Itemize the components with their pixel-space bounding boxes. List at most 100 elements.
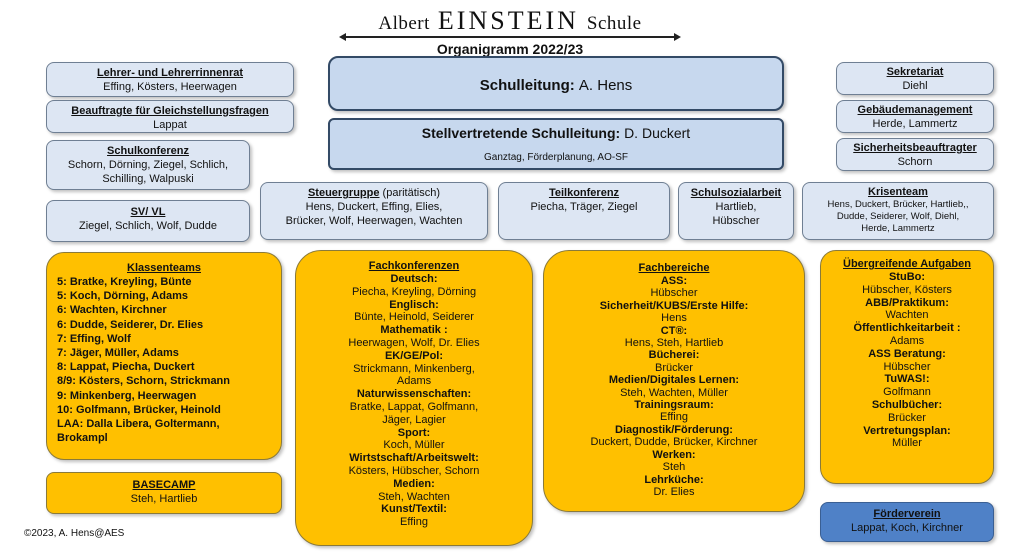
fachbereich-members: Steh: [662, 461, 686, 474]
schulleitung-box: Schulleitung: A. Hens: [328, 56, 784, 111]
aufgabe-label: Schulbücher:: [871, 398, 943, 411]
fachkonferenz-label: Sport:: [397, 426, 431, 439]
fachkonferenz-label: Deutsch:: [390, 273, 438, 285]
lehrerrat-title: Lehrer- und Lehrerrinnenrat: [96, 67, 244, 79]
fachkonferenz-members: Piecha, Kreyling, Dörning: [351, 285, 477, 298]
klassenteam-line: 7: Effing, Wolf: [57, 332, 131, 345]
fachkonferenz-label: Kunst/Textil:: [381, 503, 447, 516]
steuergruppe-title: Steuergruppe: [307, 187, 380, 199]
schulsozialarbeit-members-2: Hübscher: [712, 215, 760, 227]
fachkonferenz-members: Bünte, Heinold, Seiderer: [354, 311, 474, 324]
krisenteam-members-1: Hens, Duckert, Brücker, Hartlieb,,: [827, 199, 969, 210]
steuergruppe-members-2: Brücker, Wolf, Heerwagen, Wachten: [285, 215, 463, 227]
schulleitung-name: A. Hens: [578, 77, 633, 94]
fachbereich-members: Hübscher: [650, 287, 698, 300]
stellvertretung-label: Stellvertretende Schulleitung:: [421, 125, 621, 141]
gebaeudemanagement-title: Gebäudemanagement: [857, 104, 973, 116]
klassenteam-line: Brokampl: [57, 432, 108, 445]
klassenteams-box: Klassenteams 5: Bratke, Kreyling, Bünte 5…: [46, 252, 282, 460]
steuergruppe-heading: Steuergruppe (paritätisch): [261, 186, 487, 200]
fachbereich-label: Werken:: [652, 448, 696, 461]
krisenteam-box: Krisenteam Hens, Duckert, Brücker, Hartl…: [802, 182, 994, 240]
gleichstellung-box: Beauftragte für Gleichstellungsfragen La…: [46, 100, 294, 133]
schulkonferenz-members-2: Schilling, Walpuski: [102, 173, 194, 185]
schulkonferenz-members-1: Schorn, Dörning, Ziegel, Schlich,: [67, 159, 229, 171]
sicherheitsbeauftragter-title: Sicherheitsbeauftragter: [853, 142, 977, 154]
fachbereich-label: CT®:: [660, 324, 688, 337]
fachkonferenz-label: Naturwissenschaften:: [356, 388, 472, 401]
basecamp-box: BASECAMP Steh, Hartlieb: [46, 472, 282, 514]
aufgabe-label: StuBo:: [888, 271, 926, 283]
foerderverein-members: Lappat, Koch, Kirchner: [851, 522, 963, 534]
klassenteam-line: 9: Minkenberg, Heerwagen: [57, 389, 197, 402]
school-name: Albert EINSTEIN Schule: [320, 6, 700, 36]
aufgabe-label: ABB/Praktikum:: [865, 296, 949, 309]
klassenteam-line: 10: Golfmann, Brücker, Heinold: [57, 403, 221, 416]
gebaeudemanagement-box: Gebäudemanagement Herde, Lammertz: [836, 100, 994, 133]
fachbereich-members: Duckert, Dudde, Brücker, Kirchner: [590, 436, 758, 449]
basecamp-title: BASECAMP: [132, 479, 196, 491]
foerderverein-box: Förderverein Lappat, Koch, Kirchner: [820, 502, 994, 542]
fachbereich-members: Effing: [660, 411, 688, 424]
krisenteam-members-2: Dudde, Seiderer, Wolf, Diehl,: [836, 211, 960, 222]
school-name-right: Schule: [586, 13, 642, 34]
fachkonferenz-label: Wirtstschaft/Arbeitswelt:: [349, 452, 479, 465]
steuergruppe-suffix: (paritätisch): [379, 187, 441, 199]
klassenteam-line: LAA: Dalla Libera, Goltermann,: [57, 418, 220, 431]
sekretariat-box: Sekretariat Diehl: [836, 62, 994, 95]
gebaeudemanagement-members: Herde, Lammertz: [872, 118, 958, 130]
aufgabe-members: Golfmann: [883, 386, 931, 399]
klassenteam-line: 8: Lappat, Piecha, Duckert: [57, 361, 195, 374]
fachkonferenz-members: Strickmann, Minkenberg,: [353, 362, 475, 375]
schulkonferenz-box: Schulkonferenz Schorn, Dörning, Ziegel, …: [46, 140, 250, 190]
aufgabe-members: Hübscher: [883, 360, 931, 373]
schulkonferenz-title: Schulkonferenz: [107, 145, 189, 157]
fachbereich-label: Bücherei:: [648, 349, 700, 362]
fachkonferenz-label: Englisch:: [389, 298, 439, 311]
fachkonferenz-label: EK/GE/Pol:: [384, 349, 444, 362]
fachkonferenz-members: Adams: [396, 375, 432, 388]
fachkonferenz-members: Heerwagen, Wolf, Dr. Elies: [348, 336, 480, 349]
aufgabe-label: TuWAS!:: [884, 373, 930, 386]
gleichstellung-members: Lappat: [153, 119, 187, 131]
schulleitung-text: Schulleitung: A. Hens: [330, 58, 782, 109]
klassenteam-line: 5: Bratke, Kreyling, Bünte: [57, 276, 192, 288]
fachkonferenz-members: Bratke, Lappat, Golfmann,: [349, 400, 479, 413]
fachkonferenz-members: Koch, Müller: [383, 439, 445, 452]
fachkonferenz-label: Mathematik :: [380, 324, 448, 337]
krisenteam-members-3: Herde, Lammertz: [861, 223, 935, 234]
stellvertretung-text: Stellvertretende Schulleitung: D. Ducker…: [330, 125, 782, 141]
stellvertretung-tasks: Ganztag, Förderplanung, AO-SF: [484, 152, 628, 163]
school-name-left: Albert: [378, 13, 430, 34]
schulsozialarbeit-box: Schulsozialarbeit Hartlieb, Hübscher: [678, 182, 794, 240]
lehrerrat-members: Effing, Kösters, Heerwagen: [103, 81, 237, 93]
school-name-big: EINSTEIN: [437, 6, 579, 35]
aufgabe-label: ASS Beratung:: [868, 347, 946, 360]
fachbereich-members: Dr. Elies: [653, 485, 695, 498]
fachkonferenzen-box: Fachkonferenzen Deutsch:Piecha, Kreyling…: [295, 250, 533, 546]
klassenteams-title: Klassenteams: [127, 262, 201, 274]
aufgabe-members: Hübscher, Kösters: [862, 283, 952, 296]
teilkonferenz-box: Teilkonferenz Piecha, Träger, Ziegel: [498, 182, 670, 240]
fachkonferenz-members: Steh, Wachten: [378, 490, 450, 503]
basecamp-members: Steh, Hartlieb: [130, 493, 198, 505]
steuergruppe-members-1: Hens, Duckert, Effing, Elies,: [305, 201, 443, 213]
sekretariat-members: Diehl: [902, 80, 928, 92]
schulleitung-label: Schulleitung:: [479, 77, 575, 94]
aufgabe-label: Öffentlichkeitarbeit :: [853, 322, 961, 335]
fachbereich-label: Medien/Digitales Lernen:: [608, 374, 740, 387]
sv-vl-title: SV/ VL: [130, 206, 166, 218]
aufgabe-members: Brücker: [888, 411, 926, 424]
fachbereiche-title: Fachbereiche: [638, 262, 710, 274]
schulsozialarbeit-members-1: Hartlieb,: [715, 201, 757, 213]
stellvertretung-name: D. Duckert: [624, 125, 691, 141]
fachbereich-label: Diagnostik/Förderung:: [615, 423, 733, 436]
fachkonferenz-members: Kösters, Hübscher, Schorn: [348, 464, 480, 477]
fachkonferenz-label: Medien:: [393, 477, 435, 490]
uebergreifend-box: Übergreifende Aufgaben StuBo:Hübscher, K…: [820, 250, 994, 484]
klassenteam-line: 5: Koch, Dörning, Adams: [57, 290, 188, 303]
